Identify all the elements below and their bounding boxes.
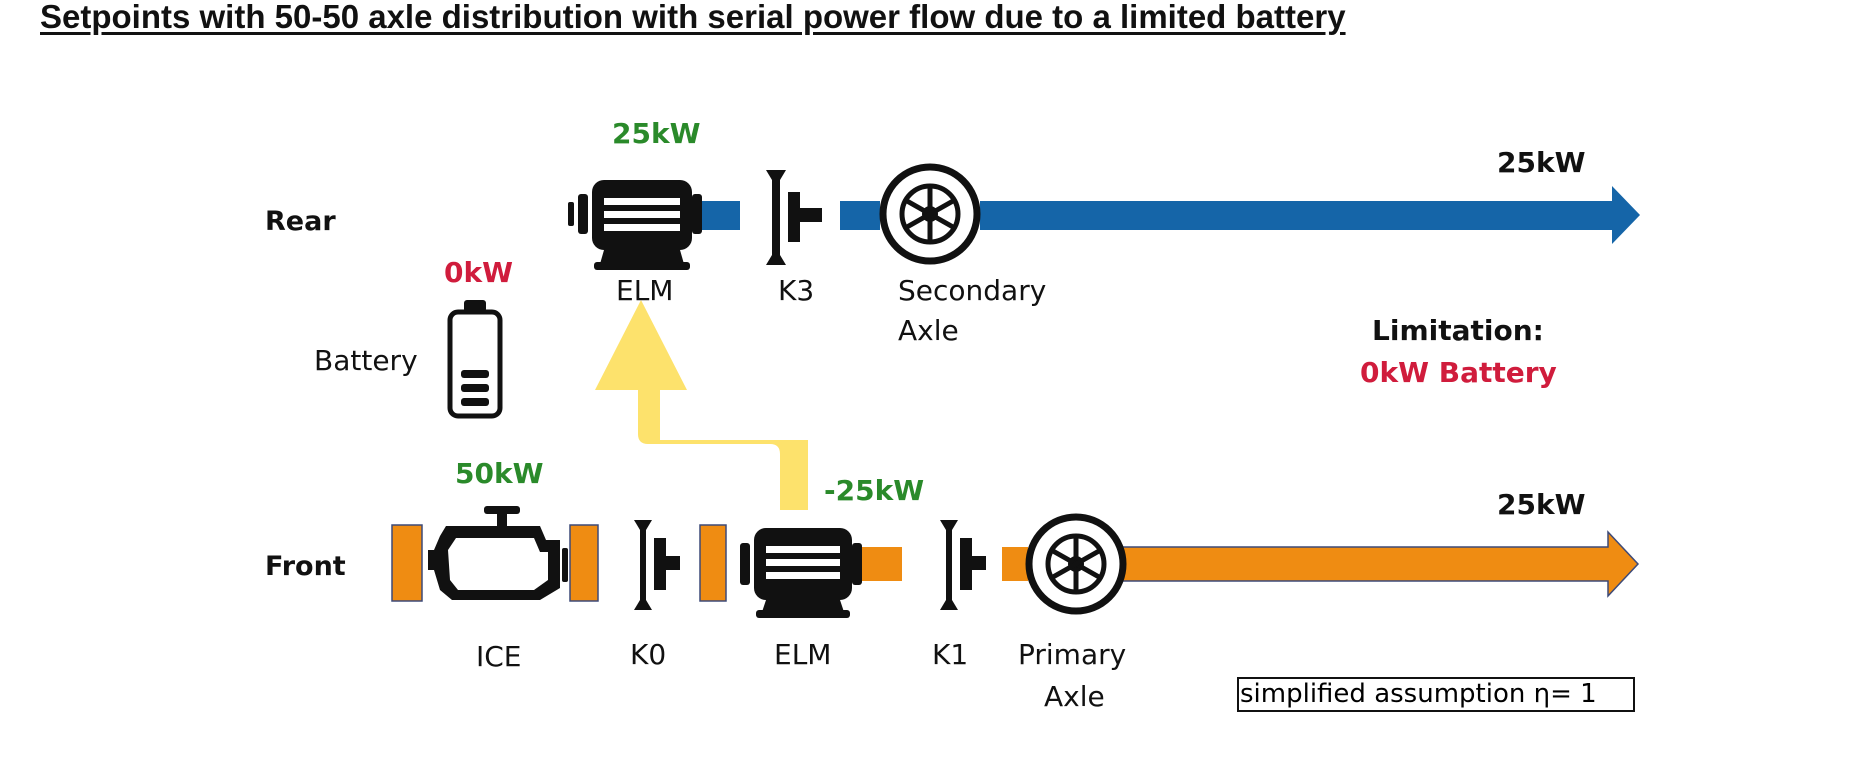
primary-axle-label-2: Axle	[1044, 680, 1105, 713]
row-label-front: Front	[265, 551, 346, 582]
row-label-rear: Rear	[265, 206, 336, 237]
limitation-heading: Limitation:	[1372, 314, 1544, 347]
clutch-k1-label: K1	[932, 638, 969, 671]
ice-power: 50kW	[455, 457, 544, 490]
clutch-k0-label: K0	[630, 638, 667, 671]
battery-label: Battery	[314, 344, 418, 377]
assumption-note: simplified assumption η= 1	[1237, 677, 1635, 712]
battery-icon	[447, 300, 503, 419]
page-title: Setpoints with 50-50 axle distribution w…	[40, 0, 1346, 35]
clutch-k3-label: K3	[778, 274, 815, 307]
clutch-k1-icon	[940, 520, 986, 610]
rear-power-arrow	[702, 186, 1640, 244]
front-output-power: 25kW	[1497, 488, 1586, 521]
rear-elm-motor-icon	[568, 180, 702, 270]
primary-axle-wheel-icon	[1025, 513, 1127, 615]
rear-elm-label: ELM	[616, 274, 674, 307]
secondary-axle-label-1: Secondary	[898, 274, 1047, 307]
ice-engine-icon	[428, 506, 568, 600]
rear-elm-power: 25kW	[612, 117, 701, 150]
clutch-k0-icon	[634, 520, 680, 610]
serial-power-flow-arrow	[595, 300, 808, 510]
secondary-axle-wheel-icon	[879, 163, 981, 265]
battery-power: 0kW	[444, 256, 513, 289]
front-elm-power: -25kW	[824, 474, 925, 507]
limitation-value: 0kW Battery	[1360, 356, 1557, 389]
rear-output-power: 25kW	[1497, 146, 1586, 179]
front-power-arrow	[391, 524, 1640, 602]
secondary-axle-label-2: Axle	[898, 314, 959, 347]
front-elm-label: ELM	[774, 638, 832, 671]
primary-axle-label-1: Primary	[1018, 638, 1127, 671]
clutch-k3-icon	[766, 170, 822, 265]
front-elm-motor-icon	[740, 528, 862, 618]
ice-label: ICE	[476, 640, 522, 673]
